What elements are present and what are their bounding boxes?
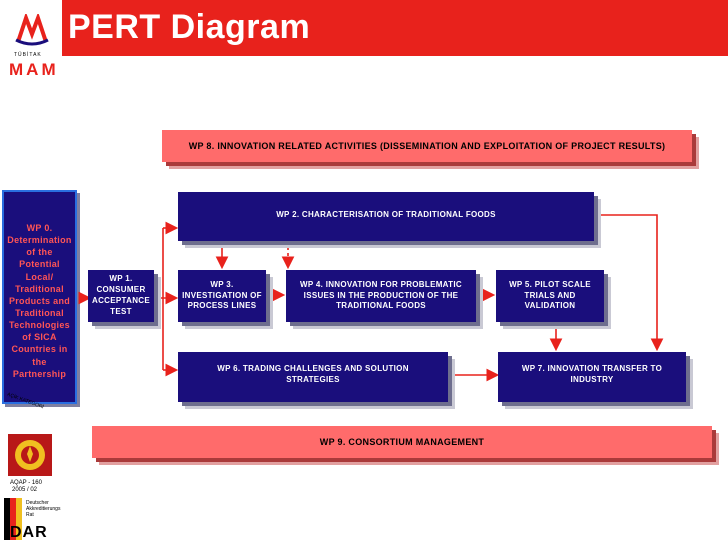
wp8-label: WP 8. INNOVATION RELATED ACTIVITIES (DIS… [188,140,666,151]
brand-mam-text: MAM [9,60,59,79]
wp1-label: WP 1. CONSUMER ACCEPTANCE TEST [92,274,150,316]
aqap-year: 2005 / 02 [12,487,38,493]
page-title: PERT Diagram [68,8,311,46]
wp2-label: WP 2. CHARACTERISATION OF TRADITIONAL FO… [276,210,496,219]
dar-logo-text: DAR [10,524,48,541]
seal-icon [8,434,52,476]
wp0-box: WP 0. Determination of the Potential Loc… [2,190,77,404]
wp1-box: WP 1. CONSUMER ACCEPTANCE TEST [88,270,154,322]
dar-flag-icon [4,498,22,540]
dar-text: Deutscher Akkreditierungs Rat [26,500,61,518]
wp9-label: WP 9. CONSORTIUM MANAGEMENT [319,436,485,447]
arrow-wp2-wp7 [600,214,664,352]
wp2-box: WP 2. CHARACTERISATION OF TRADITIONAL FO… [178,192,594,241]
wp7-label: WP 7. INNOVATION TRANSFER TO INDUSTRY [521,364,663,384]
wp4-label: WP 4. INNOVATION FOR PROBLEMATIC ISSUES … [300,279,462,311]
wp6-box: WP 6. TRADING CHALLENGES AND SOLUTION ST… [178,352,448,402]
wp7-box: WP 7. INNOVATION TRANSFER TO INDUSTRY [498,352,686,402]
wp9-box: WP 9. CONSORTIUM MANAGEMENT [92,426,712,458]
wp8-box: WP 8. INNOVATION RELATED ACTIVITIES (DIS… [162,130,692,162]
wp5-box: WP 5. PILOT SCALE TRIALS AND VALIDATION [496,270,604,322]
wp3-label: WP 3. INVESTIGATION OF PROCESS LINES [182,279,262,311]
brand-small-text: TÜBİTAK [14,52,42,58]
wp6-label: WP 6. TRADING CHALLENGES AND SOLUTION ST… [217,364,409,384]
wp3-box: WP 3. INVESTIGATION OF PROCESS LINES [178,270,266,322]
tubitak-logo-icon [15,14,49,46]
wp5-label: WP 5. PILOT SCALE TRIALS AND VALIDATION [509,279,591,311]
wp0-label: WP 0. Determination of the Potential Loc… [7,223,72,379]
header-bar [0,0,728,56]
aqap-label: AQAP - 160 [10,480,42,486]
wp4-box: WP 4. INNOVATION FOR PROBLEMATIC ISSUES … [286,270,476,322]
logo-area: TÜBİTAK MAM [0,0,62,98]
